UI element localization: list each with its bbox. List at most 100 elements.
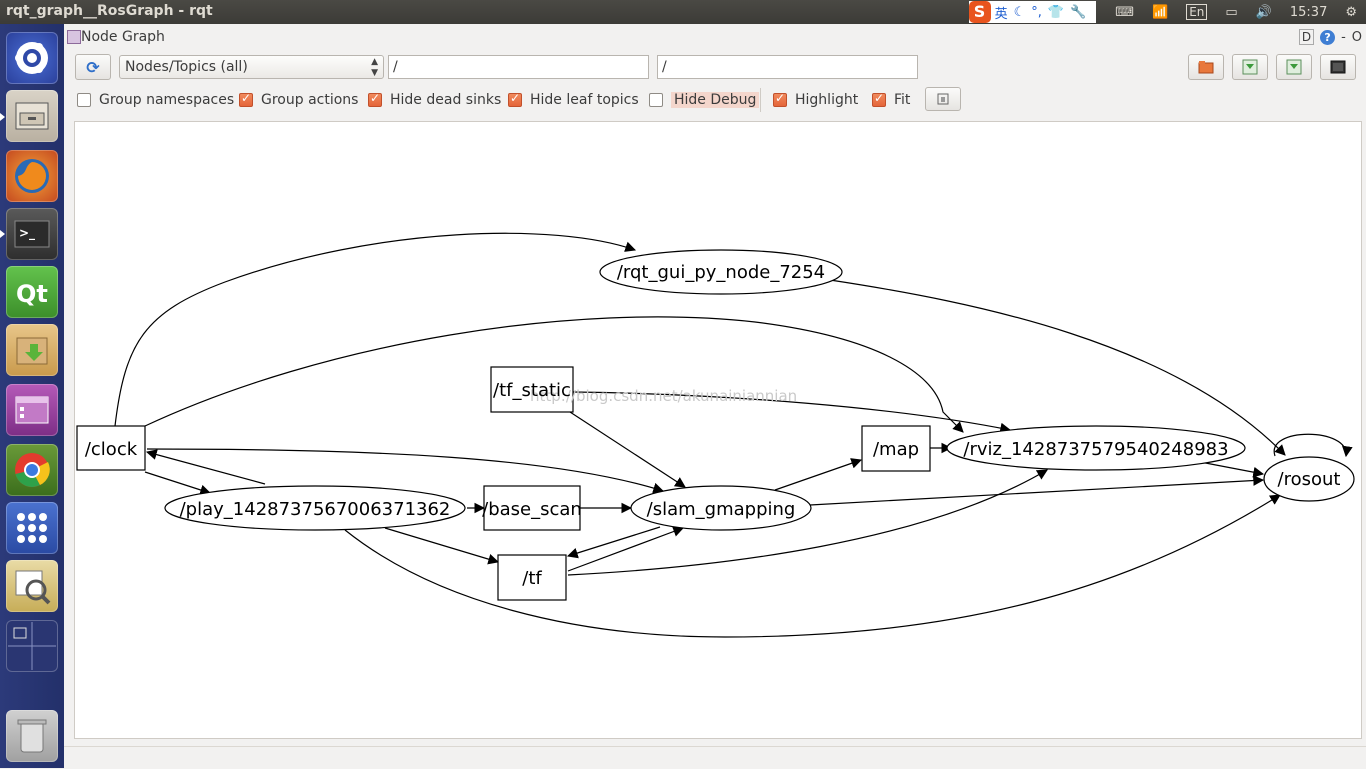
- folder-open-icon: [1198, 61, 1214, 74]
- save-dot-icon: [1242, 59, 1258, 75]
- checkbox-checked[interactable]: [508, 91, 522, 107]
- refresh-button[interactable]: ⟳: [75, 54, 111, 80]
- system-monitor-icon[interactable]: [6, 560, 58, 612]
- node-rosout-shape[interactable]: [1263, 456, 1355, 502]
- edge-slam-tf: [566, 526, 661, 559]
- highlight-checkbox[interactable]: Highlight: [773, 90, 858, 110]
- workspace-app-icon[interactable]: [6, 384, 58, 436]
- fit-checkbox[interactable]: Fit: [872, 90, 910, 110]
- topic-filter-input[interactable]: /: [657, 55, 918, 79]
- node-tf-static[interactable]: /tf_static: [493, 380, 571, 401]
- edge-play-clock: [145, 449, 266, 485]
- edge-slam-rosout: [809, 475, 1265, 506]
- node-tf[interactable]: /tf: [522, 568, 542, 589]
- dock-title-bar: Node Graph D ? - O: [64, 26, 1366, 50]
- hide-leaf-topics-checkbox[interactable]: Hide leaf topics: [508, 90, 639, 110]
- battery-icon[interactable]: ▭: [1225, 4, 1238, 20]
- checkbox-checked[interactable]: [239, 91, 253, 107]
- checkbox-checked[interactable]: [872, 91, 886, 107]
- firefox-icon[interactable]: [6, 150, 58, 202]
- ime-indicator[interactable]: S 英 ☾ °, 👕 🔧: [968, 1, 1097, 23]
- running-indicator: [0, 113, 5, 121]
- node-slam[interactable]: /slam_gmapping: [647, 499, 796, 520]
- trash-icon[interactable]: [6, 710, 58, 762]
- watermark: http://blog.csdn.net/akunainiannian: [530, 387, 797, 405]
- fit-in-view-button[interactable]: [925, 87, 961, 111]
- dock-d-button[interactable]: D: [1298, 29, 1315, 45]
- node-slam-shape[interactable]: [630, 485, 812, 531]
- edge-tfstatic-slam: [569, 411, 686, 488]
- checkbox-checked[interactable]: [368, 91, 382, 107]
- moon-icon: ☾: [1013, 4, 1026, 20]
- file-manager-icon[interactable]: [6, 90, 58, 142]
- load-dot-button[interactable]: [1188, 54, 1224, 80]
- graph-canvas[interactable]: http://blog.csdn.net/akunainiannian /rqt…: [74, 121, 1362, 739]
- refresh-icon: ⟳: [86, 57, 100, 77]
- system-tray: S 英 ☾ °, 👕 🔧 ⌨ 📶 En ▭ 🔊 15:37 ⚙: [968, 0, 1366, 24]
- node-rqt-gui[interactable]: /rqt_gui_py_node_7254: [617, 262, 825, 283]
- minimize-button[interactable]: -: [1341, 29, 1346, 45]
- node-map-shape[interactable]: [861, 425, 931, 472]
- checkbox-unchecked[interactable]: [77, 93, 91, 107]
- gear-icon[interactable]: ⚙: [1345, 4, 1357, 20]
- node-tf-static-shape[interactable]: [490, 366, 574, 413]
- status-bar: [64, 746, 1366, 769]
- namespace-filter-input[interactable]: /: [388, 55, 649, 79]
- workspace-switcher-icon[interactable]: [6, 620, 58, 672]
- node-base-scan-shape[interactable]: [483, 485, 581, 531]
- running-indicator: [0, 230, 5, 238]
- node-rviz[interactable]: /rviz_1428737579540248983: [963, 439, 1228, 460]
- node-play-shape[interactable]: [164, 485, 466, 531]
- hide-debug-checkbox[interactable]: Hide Debug: [649, 90, 760, 110]
- wifi-icon[interactable]: 📶: [1152, 4, 1169, 20]
- volume-icon[interactable]: 🔊: [1255, 4, 1272, 20]
- clock-time[interactable]: 15:37: [1289, 4, 1328, 20]
- language-indicator[interactable]: En: [1186, 4, 1208, 20]
- node-rosout[interactable]: /rosout: [1278, 469, 1341, 490]
- save-svg-button[interactable]: [1276, 54, 1312, 80]
- graph-labels: /rqt_gui_py_node_7254 /tf_static /clock …: [85, 262, 1341, 589]
- edge-rosout-self: [1273, 433, 1353, 458]
- group-actions-checkbox[interactable]: Group actions: [239, 90, 358, 110]
- keyboard-icon[interactable]: ⌨: [1115, 4, 1135, 20]
- edge-tf-slam: [567, 526, 685, 572]
- spin-arrows-icon: ▲▼: [371, 57, 378, 78]
- checkbox-unchecked[interactable]: [649, 93, 663, 107]
- node-rviz-shape[interactable]: [946, 425, 1246, 471]
- group-namespaces-checkbox[interactable]: Group namespaces: [77, 90, 234, 110]
- node-tf-shape[interactable]: [497, 554, 567, 601]
- svg-text:Qt: Qt: [16, 280, 48, 308]
- close-button[interactable]: O: [1351, 29, 1362, 45]
- archive-installer-icon[interactable]: [6, 324, 58, 376]
- node-base-scan[interactable]: /base_scan: [482, 499, 582, 520]
- hide-debug-label: Hide Debug: [671, 92, 760, 108]
- chrome-icon[interactable]: [6, 444, 58, 496]
- node-clock-shape[interactable]: [76, 425, 146, 471]
- ubuntu-dash-icon[interactable]: [6, 32, 58, 84]
- sogou-icon: S: [968, 1, 991, 23]
- edge-clock-rqt: [114, 232, 637, 427]
- fit-view-icon: [937, 93, 949, 105]
- help-icon[interactable]: ?: [1320, 29, 1336, 45]
- app-grid-icon[interactable]: [6, 502, 58, 554]
- edge-play-rosout: [344, 494, 1281, 638]
- ros-graph: http://blog.csdn.net/akunainiannian /rqt…: [76, 232, 1355, 638]
- hide-dead-sinks-checkbox[interactable]: Hide dead sinks: [368, 90, 501, 110]
- edge-slam-map: [774, 458, 863, 491]
- checkbox-checked[interactable]: [773, 91, 787, 107]
- save-image-button[interactable]: [1320, 54, 1356, 80]
- hide-dead-sinks-label: Hide dead sinks: [390, 92, 502, 108]
- node-map[interactable]: /map: [873, 439, 919, 460]
- view-mode-select[interactable]: Nodes/Topics (all) ▲▼: [119, 55, 384, 79]
- group-namespaces-label: Group namespaces: [99, 92, 235, 108]
- qt-creator-icon[interactable]: Qt: [6, 266, 58, 318]
- node-play[interactable]: /play_1428737567006371362: [180, 499, 451, 520]
- edge-play-tf: [384, 527, 500, 565]
- terminal-icon[interactable]: >_: [6, 208, 58, 260]
- graph-options: Group namespaces Group actions Hide dead…: [64, 87, 1366, 112]
- dock-title: Node Graph: [81, 29, 165, 45]
- view-mode-value: Nodes/Topics (all): [125, 59, 248, 75]
- node-clock[interactable]: /clock: [85, 439, 138, 460]
- save-dot-button[interactable]: [1232, 54, 1268, 80]
- node-rqt-gui-shape[interactable]: [599, 249, 843, 295]
